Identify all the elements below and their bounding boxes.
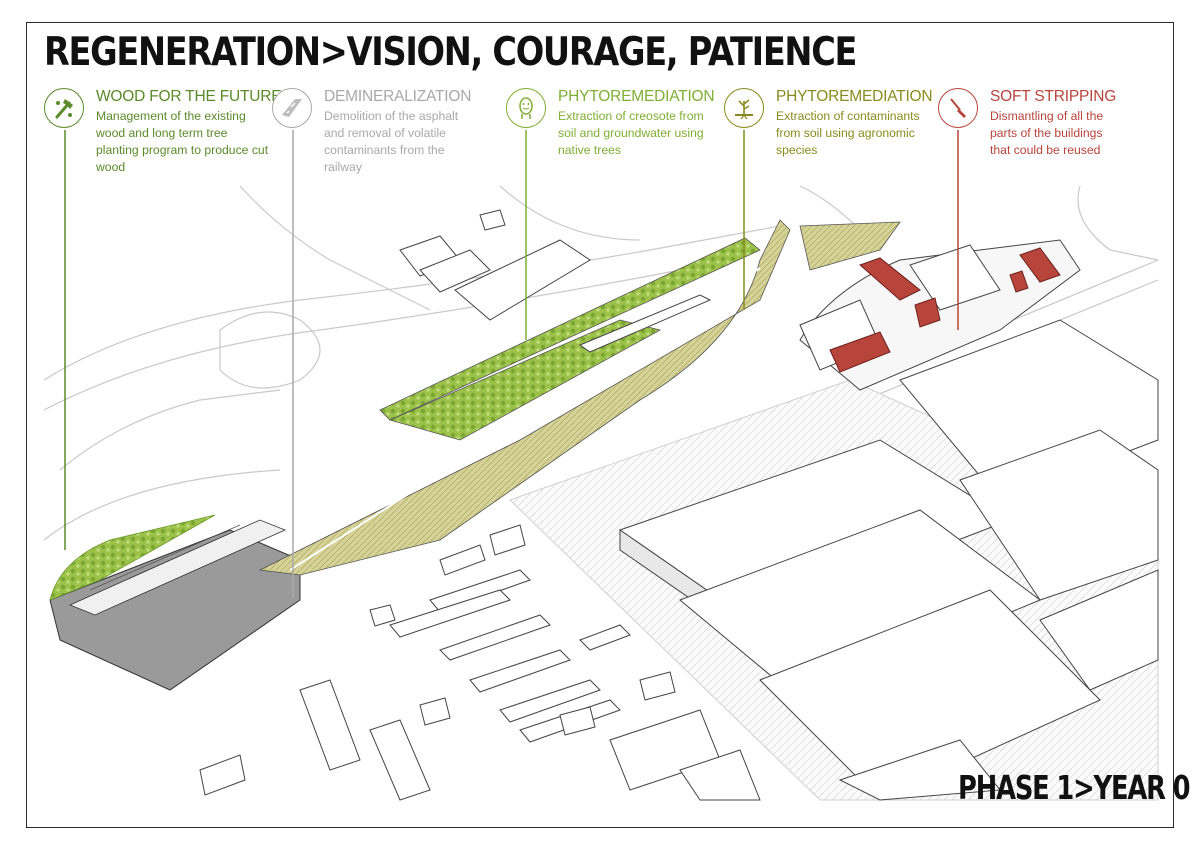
residential-blocks bbox=[199, 524, 761, 801]
existing-wood bbox=[49, 514, 216, 601]
asphalt-road-icon bbox=[272, 88, 312, 128]
plant-roots-icon bbox=[724, 88, 764, 128]
warehouse-blocks bbox=[618, 319, 1159, 801]
frame-border bbox=[26, 22, 1174, 828]
page-title: REGENERATION>VISION, COURAGE, PATIENCE bbox=[44, 30, 857, 75]
legend-title: DEMINERALIZATION bbox=[324, 88, 472, 105]
railway-tracks bbox=[68, 519, 287, 616]
phase-label: PHASE 1>YEAR 0 bbox=[958, 768, 1191, 807]
legend-title: SOFT STRIPPING bbox=[990, 88, 1117, 105]
top-buildings bbox=[399, 209, 712, 353]
tree-face-icon bbox=[506, 88, 546, 128]
legend-title: WOOD FOR THE FUTURE bbox=[96, 88, 282, 105]
stripping-buildings bbox=[829, 247, 1061, 373]
agronomic-field bbox=[258, 219, 791, 576]
axe-icon bbox=[44, 88, 84, 128]
screwdriver-icon bbox=[938, 88, 978, 128]
asphalt-area bbox=[49, 529, 301, 691]
native-trees-strip bbox=[379, 237, 761, 421]
legend-title: PHYTOREMEDIATION bbox=[558, 88, 715, 105]
legend-title: PHYTOREMEDIATION bbox=[776, 88, 933, 105]
